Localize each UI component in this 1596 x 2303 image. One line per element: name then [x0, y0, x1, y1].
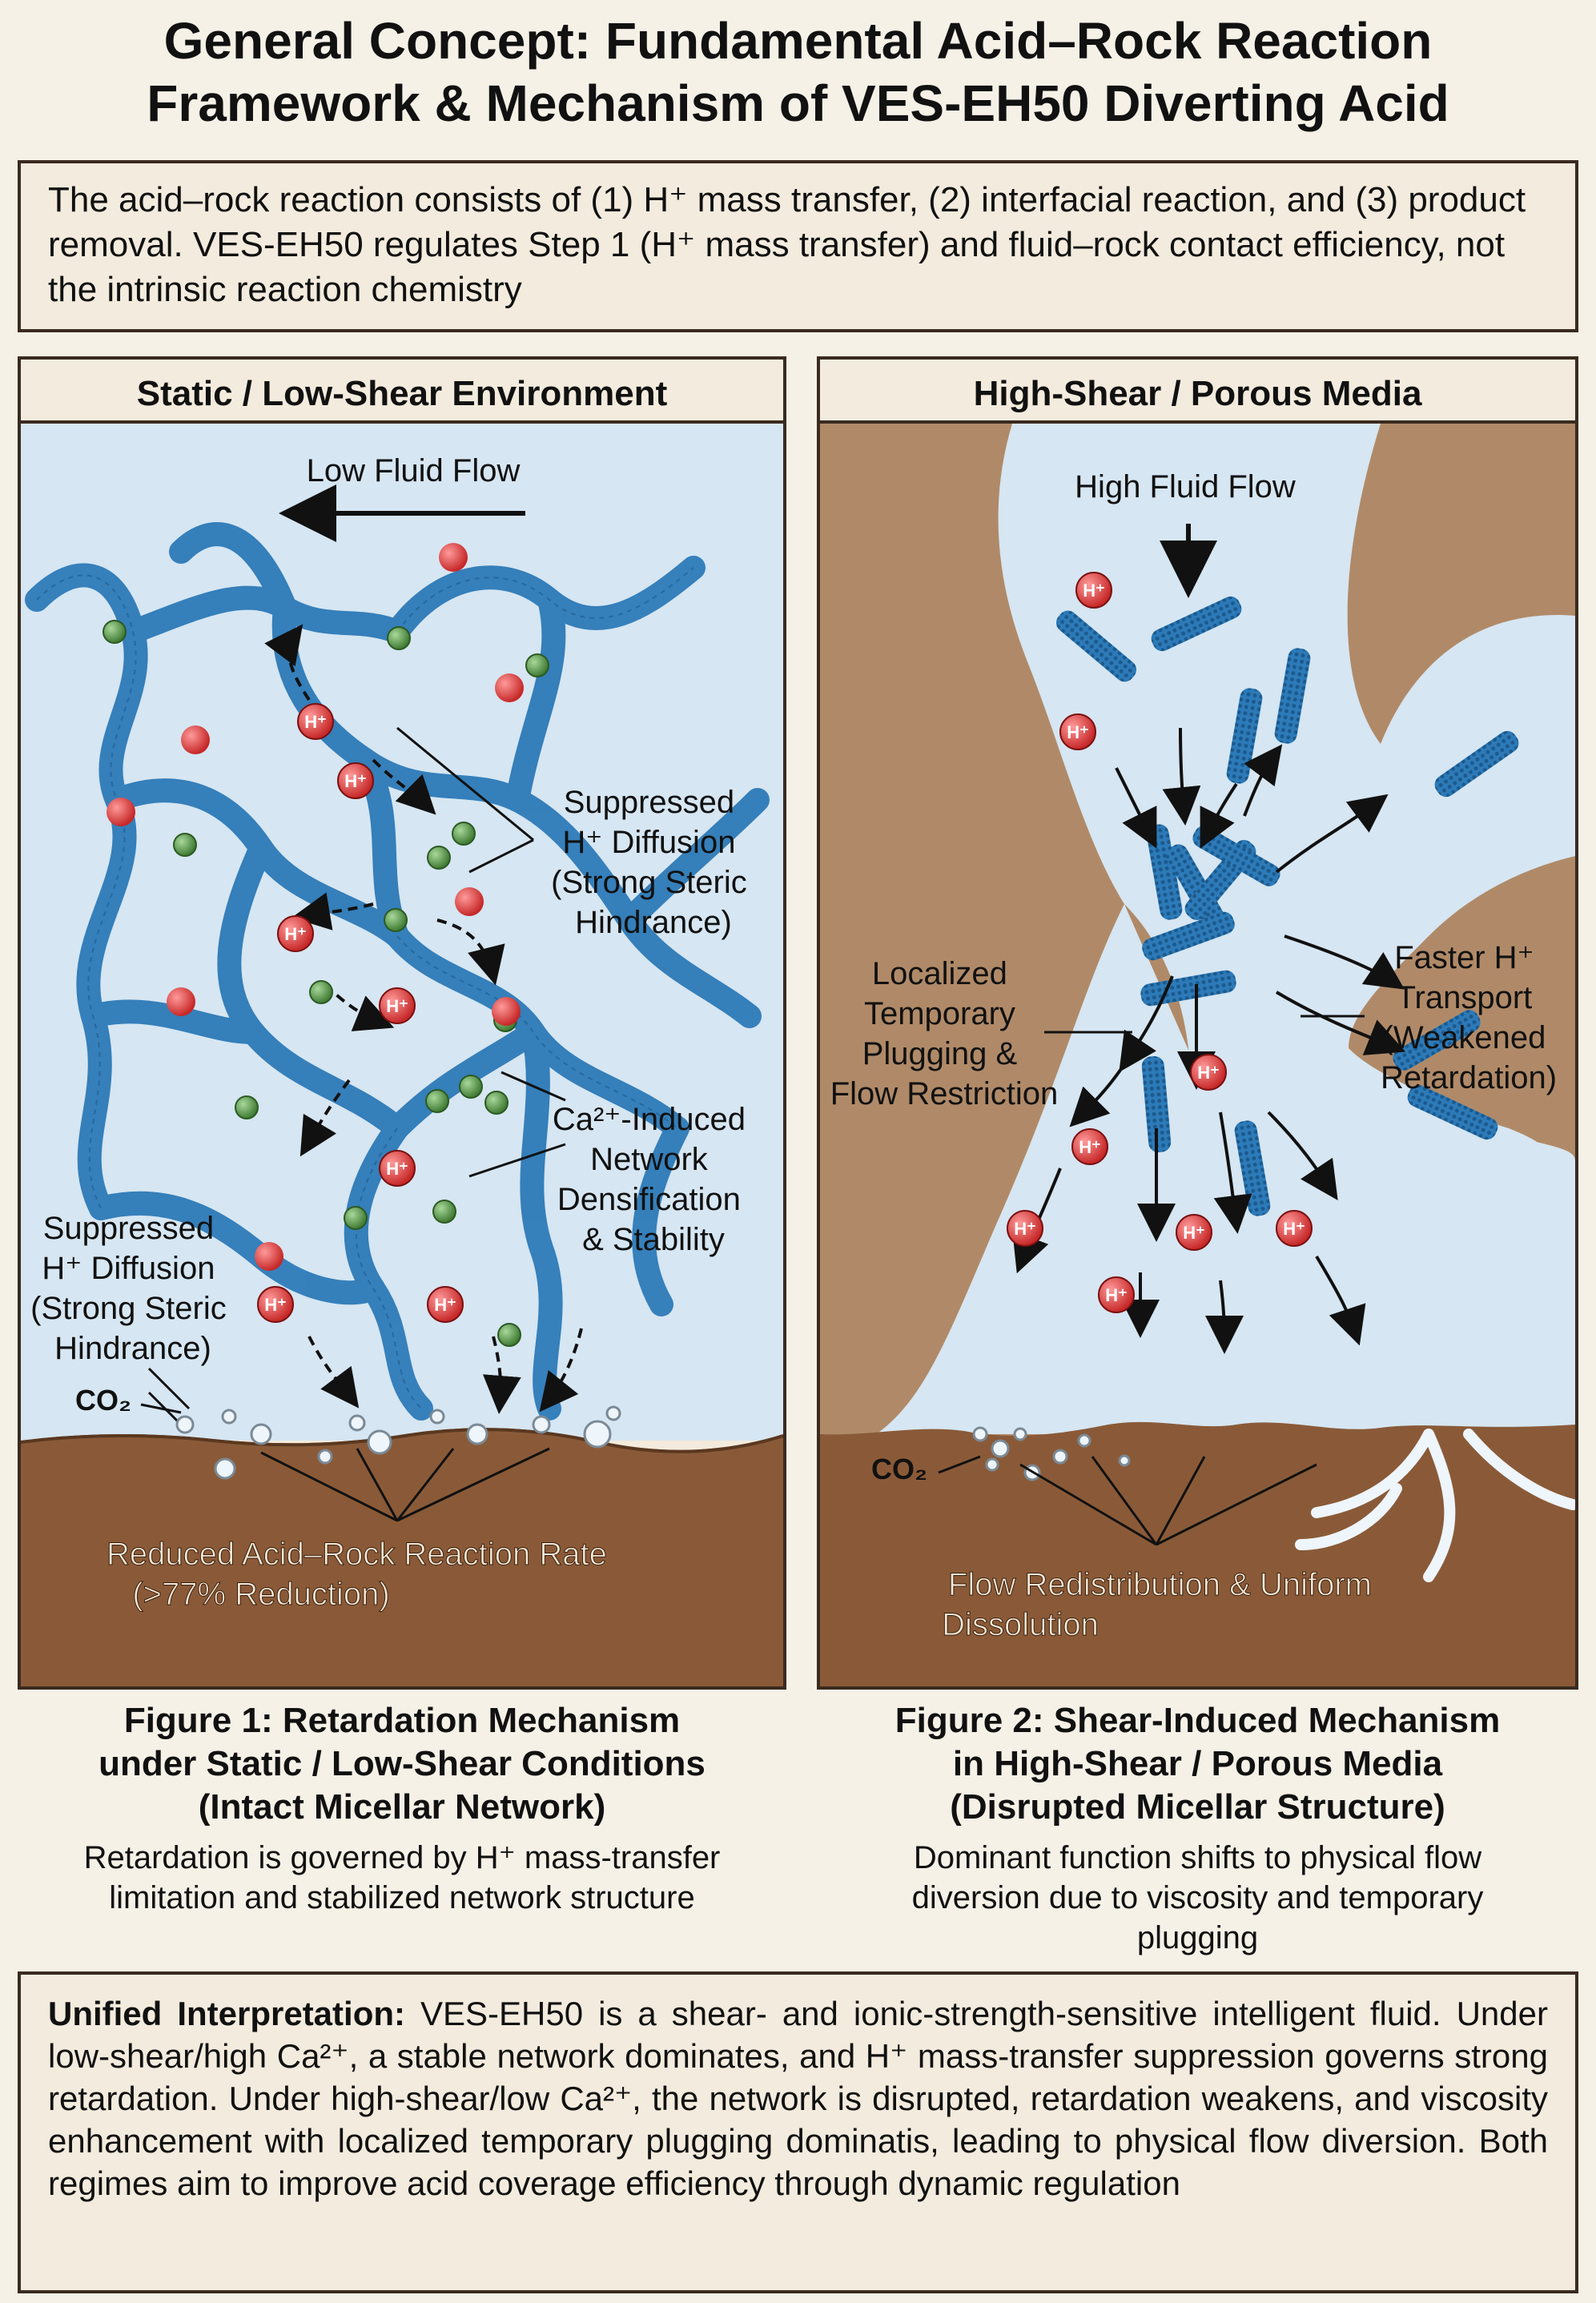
svg-text:H⁺: H⁺: [1079, 1137, 1101, 1157]
labeled-protons-right: H⁺ H⁺ H⁺ H⁺ H⁺ H⁺ H⁺ H⁺: [1007, 572, 1313, 1313]
figure-1-description-line: Retardation is governed by H⁺ mass-trans…: [83, 1840, 721, 1875]
static-panel-heading: Static / Low-Shear Environment: [21, 360, 783, 424]
svg-text:H⁺: H⁺: [1067, 722, 1089, 742]
svg-text:H⁺: H⁺: [434, 1295, 456, 1315]
svg-text:H⁺: H⁺: [1183, 1223, 1205, 1243]
figure-2-caption: Figure 2: Shear-Induced Mechanism in Hig…: [817, 1699, 1578, 1829]
svg-text:H⁺: H⁺: [264, 1295, 287, 1315]
figure-1-caption-line: Figure 1: Retardation Mechanism: [123, 1701, 681, 1740]
plugging-label: Localized Temporary Plugging & Flow Rest…: [830, 956, 1059, 1111]
svg-text:H⁺: H⁺: [1083, 581, 1105, 601]
suppressed-diffusion-label-left: Suppressed H⁺ Diffusion (Strong Steric H…: [30, 1211, 235, 1366]
svg-text:H⁺: H⁺: [386, 1159, 408, 1179]
intro-box: The acid–rock reaction consists of (1) H…: [18, 160, 1578, 332]
wormholes: [1295, 1429, 1575, 1582]
figure-2-caption-line: (Disrupted Micellar Structure): [950, 1787, 1445, 1827]
page-title: General Concept: Fundamental Acid–Rock R…: [32, 10, 1564, 135]
calcium-ions: [103, 620, 549, 1347]
figure-2-caption-line: Figure 2: Shear-Induced Mechanism: [894, 1701, 1501, 1740]
labeled-protons: H⁺ H⁺ H⁺ H⁺ H⁺ H⁺ H⁺: [257, 703, 464, 1323]
svg-text:H⁺: H⁺: [1014, 1219, 1036, 1239]
svg-text:H⁺: H⁺: [1283, 1219, 1305, 1239]
svg-text:H⁺: H⁺: [344, 771, 367, 791]
title-line-2: Framework & Mechanism of VES-EH50 Divert…: [147, 74, 1449, 132]
figure-1-description-line: limitation and stabilized network struct…: [109, 1880, 695, 1915]
unified-text: VES-EH50 is a shear- and ionic-strength-…: [48, 1995, 1548, 2202]
co2-label-left: CO₂: [75, 1384, 131, 1417]
redistribution-label: Flow Redistribution & Uniform Dissolutio…: [942, 1567, 1381, 1642]
rock-surface: [21, 1428, 783, 1686]
figure-2-description-line: plugging: [1136, 1920, 1259, 1955]
shear-panel-heading: High-Shear / Porous Media: [820, 360, 1575, 424]
unified-lead: Unified Interpretation:: [48, 1995, 405, 2032]
svg-text:H⁺: H⁺: [1197, 1063, 1220, 1083]
rock-surface: [820, 1421, 1575, 1686]
faster-transport-label: Faster H⁺ Transport (Weakened Retardatio…: [1381, 940, 1557, 1095]
static-panel: Static / Low-Shear Environment Low Fluid…: [18, 356, 786, 1690]
figure-2-description-line: diversion due to viscosity and temporary: [911, 1880, 1484, 1915]
figure-1-description: Retardation is governed by H⁺ mass-trans…: [18, 1838, 786, 1918]
svg-text:H⁺: H⁺: [284, 924, 307, 944]
calcium-network-label: Ca²⁺-Induced Network Densification & Sta…: [553, 1102, 754, 1257]
low-flow-label: Low Fluid Flow: [307, 453, 521, 488]
svg-text:H⁺: H⁺: [304, 712, 327, 732]
high-flow-label: High Fluid Flow: [1075, 469, 1296, 504]
co2-label-right: CO₂: [871, 1453, 927, 1485]
static-diagram: Low Fluid Flow: [21, 424, 783, 1686]
svg-text:H⁺: H⁺: [386, 996, 408, 1016]
unified-interpretation-box: Unified Interpretation: VES-EH50 is a sh…: [18, 1971, 1578, 2293]
shear-panel: High-Shear / Porous Media: [817, 356, 1578, 1690]
figure-1-caption-line: under Static / Low-Shear Conditions: [98, 1744, 706, 1783]
figure-2-description-line: Dominant function shifts to physical flo…: [913, 1840, 1482, 1875]
free-protons: [107, 543, 524, 1271]
figure-1-caption: Figure 1: Retardation Mechanism under St…: [18, 1699, 786, 1829]
reduced-reaction-label: Reduced Acid–Rock Reaction Rate (>77% Re…: [107, 1537, 616, 1612]
intro-text: The acid–rock reaction consists of (1) H…: [48, 180, 1526, 309]
figure-1-caption-line: (Intact Micellar Network): [198, 1787, 606, 1827]
svg-text:H⁺: H⁺: [1105, 1285, 1128, 1305]
title-line-1: General Concept: Fundamental Acid–Rock R…: [163, 12, 1433, 70]
figure-2-caption-line: in High-Shear / Porous Media: [952, 1744, 1443, 1783]
shear-diagram: High Fluid Flow: [820, 424, 1575, 1686]
suppressed-diffusion-label-right: Suppressed H⁺ Diffusion (Strong Steric H…: [551, 785, 756, 940]
figure-2-description: Dominant function shifts to physical flo…: [817, 1838, 1578, 1958]
co2-bubbles-left: [175, 1405, 621, 1480]
